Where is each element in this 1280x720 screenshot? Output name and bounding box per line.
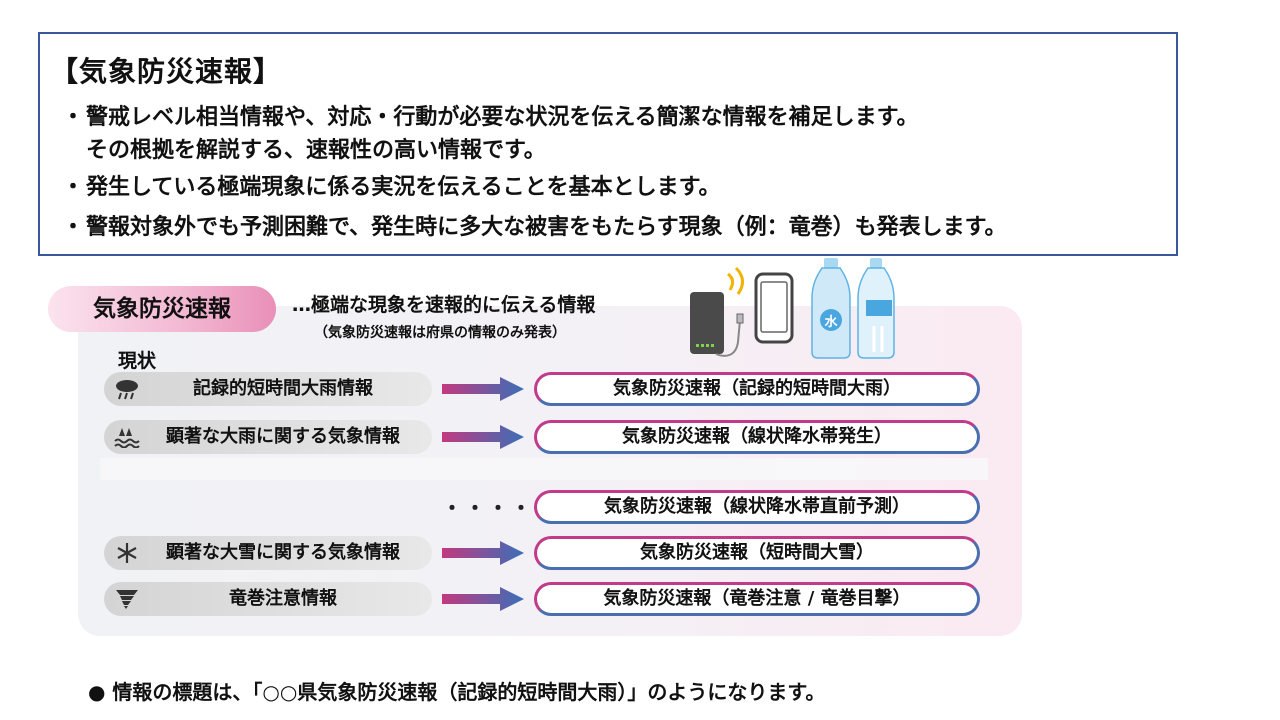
- bullet-dot: ・: [62, 105, 85, 130]
- tornado-icon: [116, 590, 138, 609]
- signal-icon: [727, 266, 744, 295]
- new-info-pill: 気象防災速報（短時間大雪）: [534, 536, 980, 570]
- faded-band: [100, 458, 988, 480]
- footer-note: ● 情報の標題は、「○○県気象防災速報（記録的短時間大雨）」のようになります。: [88, 680, 826, 704]
- new-info-pill: 気象防災速報（記録的短時間大雨）: [534, 372, 980, 406]
- old-info-label: 竜巻注意情報: [229, 588, 337, 609]
- new-info-pill: 気象防災速報（線状降水帯直前予測）: [534, 490, 980, 524]
- current-label: 現状: [118, 350, 157, 372]
- old-info-pill: 顕著な大雨に関する気象情報: [104, 420, 432, 454]
- bullet-text-continued: その根拠を解説する、速報性の高い情報です。: [86, 138, 546, 163]
- smartphone-icon: [754, 272, 794, 344]
- new-info-pill: 気象防災速報（竜巻注意 / 竜巻目撃）: [534, 582, 980, 616]
- flood-icon: [114, 428, 140, 448]
- water-label: 水: [824, 314, 838, 330]
- water-bottle-icon: 水: [811, 258, 851, 359]
- transition-arrow: [442, 425, 524, 449]
- bullet-dot: ・: [62, 215, 85, 240]
- new-info-pill: 気象防災速報（線状降水帯発生）: [534, 420, 980, 454]
- transition-arrow: [442, 541, 524, 565]
- transition-arrow: [442, 377, 524, 401]
- heavy-rain-icon: [116, 380, 138, 400]
- diagram-subnote: （気象防災速報は府県の情報のみ発表）: [314, 325, 566, 341]
- summary-bullets: ・ 警戒レベル相当情報や、対応・行動が必要な状況を伝える簡潔な情報を補足します。…: [58, 98, 1006, 248]
- old-info-label: 顕著な大雨に関する気象情報: [166, 426, 400, 447]
- water-bottle-icon: [857, 258, 895, 359]
- snowflake-icon: [117, 543, 137, 563]
- old-info-pill: 記録的短時間大雨情報: [104, 372, 432, 406]
- diagram-subtitle: …極端な現象を速報的に伝える情報: [292, 294, 596, 316]
- transition-arrow: [442, 587, 524, 611]
- devices-illustration: 水: [690, 258, 895, 359]
- bullet-text: 警戒レベル相当情報や、対応・行動が必要な状況を伝える簡潔な情報を補足します。: [86, 105, 919, 130]
- old-info-pill: 竜巻注意情報: [104, 582, 432, 616]
- bullet-item: ・ 発生している極端現象に係る実況を伝えることを基本とします。: [58, 168, 1006, 208]
- old-info-pill: 顕著な大雪に関する気象情報: [104, 536, 432, 570]
- summary-title: 【気象防災速報】: [50, 55, 283, 88]
- summary-box: 【気象防災速報】 ・ 警戒レベル相当情報や、対応・行動が必要な状況を伝える簡潔な…: [38, 32, 1178, 256]
- old-info-label: 記録的短時間大雨情報: [193, 378, 373, 399]
- bullet-item: ・ 警報対象外でも予測困難で、発生時に多大な被害をもたらす現象（例：竜巻）も発表…: [58, 208, 1006, 248]
- bullet-text: 発生している極端現象に係る実況を伝えることを基本とします。: [86, 175, 721, 200]
- old-info-label: 顕著な大雪に関する気象情報: [166, 542, 400, 563]
- bullet-text: 警報対象外でも予測困難で、発生時に多大な被害をもたらす現象（例：竜巻）も発表しま…: [86, 215, 1007, 240]
- bullet-dot: ・: [62, 175, 85, 200]
- diagram-title-pill: 気象防災速報: [48, 286, 276, 332]
- battery-icon: [690, 292, 744, 357]
- bullet-item: ・ 警戒レベル相当情報や、対応・行動が必要な状況を伝える簡潔な情報を補足します。…: [58, 98, 1006, 168]
